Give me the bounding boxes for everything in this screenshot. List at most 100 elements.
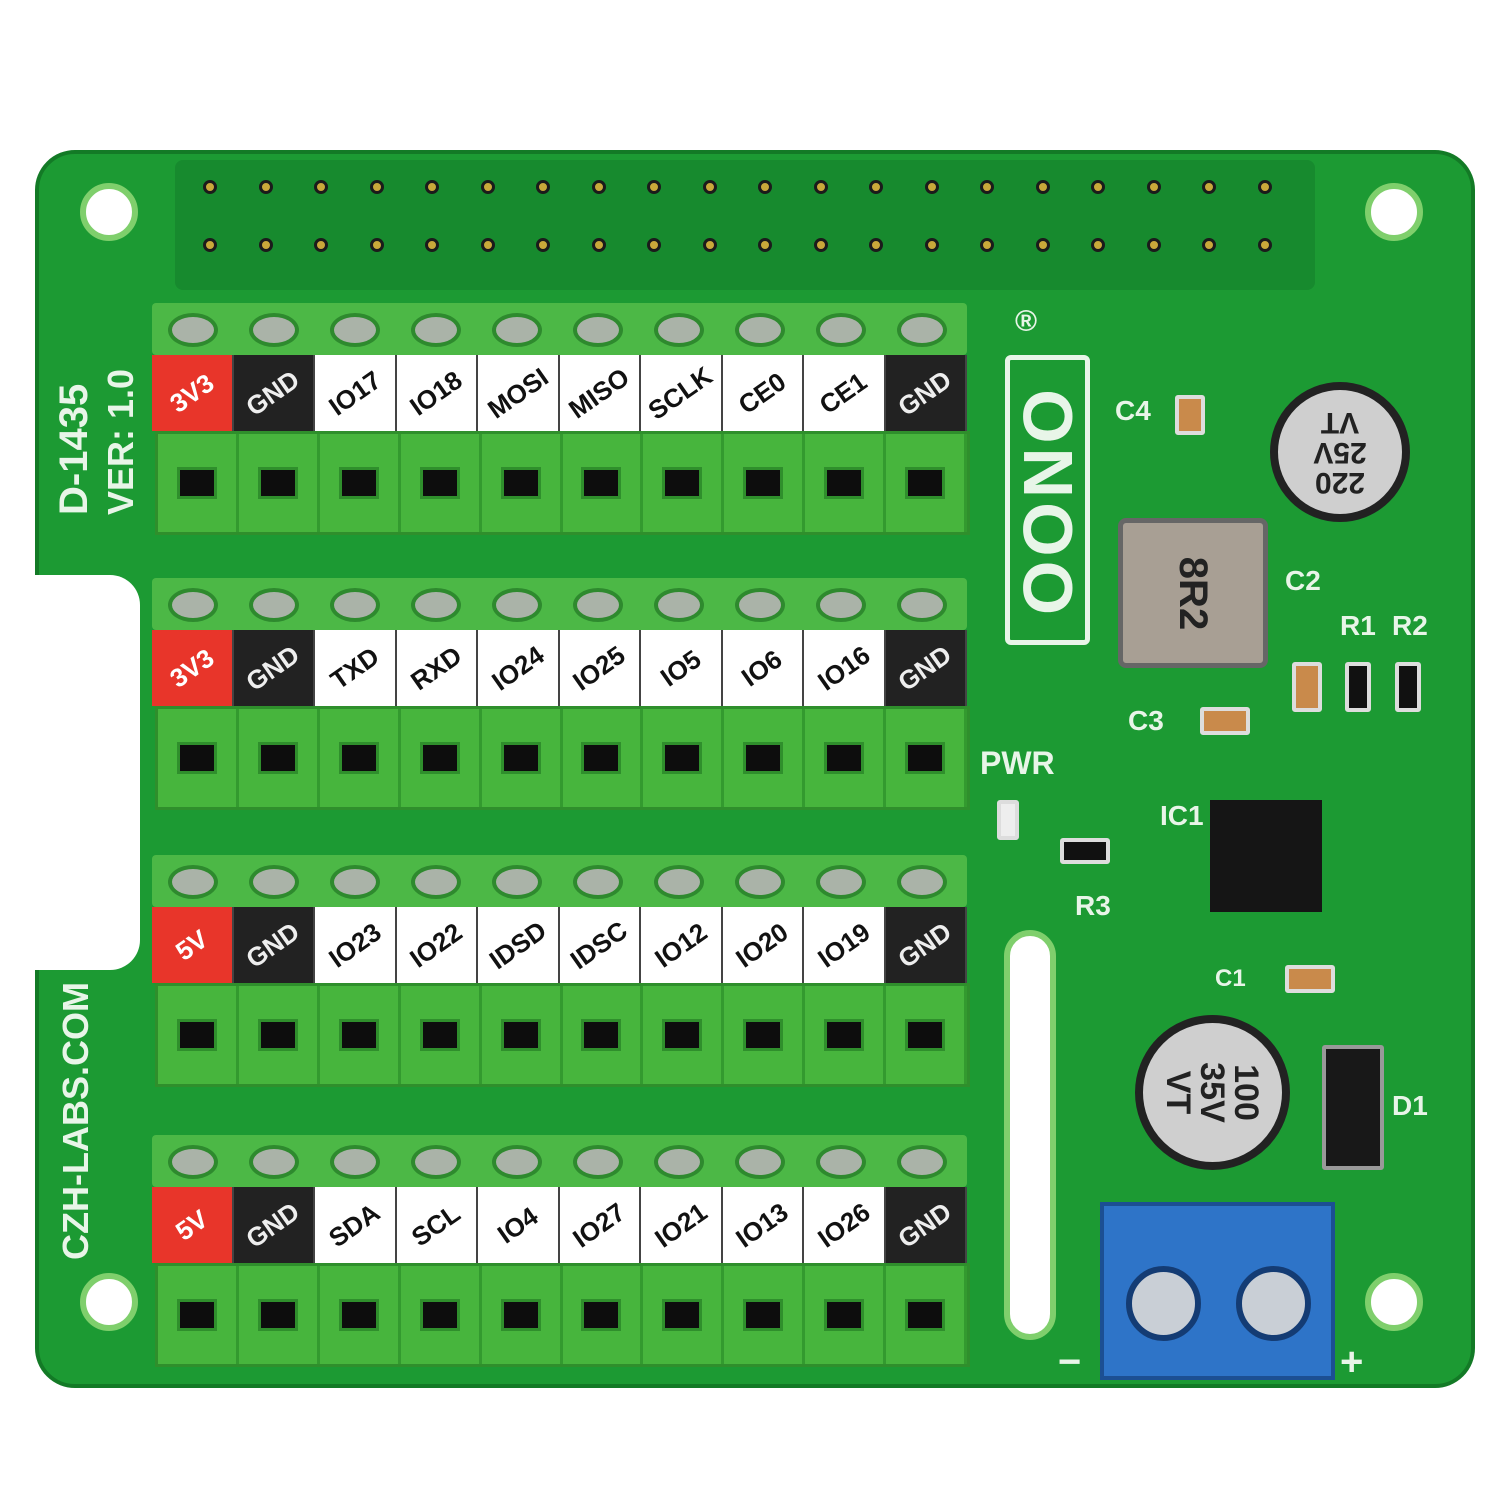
wire-entry[interactable] <box>239 1266 320 1364</box>
pin-label-text: GND <box>240 363 306 422</box>
wire-entry[interactable] <box>320 434 401 532</box>
header-pin <box>369 180 384 194</box>
wire-entry[interactable] <box>643 709 725 807</box>
terminal-screw[interactable] <box>249 588 299 622</box>
terminal-screw[interactable] <box>816 865 866 899</box>
wire-entry[interactable] <box>563 986 644 1084</box>
terminal-screw[interactable] <box>573 588 623 622</box>
ic1-label: IC1 <box>1160 800 1204 831</box>
wire-entry[interactable] <box>805 709 887 807</box>
wire-entry[interactable] <box>239 434 320 532</box>
terminal-screw[interactable] <box>168 865 218 899</box>
terminal-screw[interactable] <box>897 313 947 347</box>
terminal-screw[interactable] <box>735 1145 785 1179</box>
terminal-screw[interactable] <box>897 588 947 622</box>
terminal-screw[interactable] <box>573 865 623 899</box>
wire-entry[interactable] <box>886 986 968 1084</box>
terminal-screw[interactable] <box>654 1145 704 1179</box>
wire-entry[interactable] <box>643 434 725 532</box>
pin-label: SCL <box>396 1187 478 1263</box>
header-pin <box>1257 238 1272 252</box>
wire-entry[interactable] <box>158 709 239 807</box>
wire-entry[interactable] <box>643 986 725 1084</box>
wire-entry[interactable] <box>805 434 887 532</box>
cap-value: 100 <box>1227 1064 1266 1121</box>
wire-entry[interactable] <box>886 709 968 807</box>
wire-entry[interactable] <box>482 709 563 807</box>
inductor-value: 8R2 <box>1171 556 1216 630</box>
wire-entry[interactable] <box>401 434 482 532</box>
terminal-screw[interactable] <box>735 865 785 899</box>
terminal-screw[interactable] <box>735 313 785 347</box>
wire-entry[interactable] <box>643 1266 725 1364</box>
wire-entry[interactable] <box>239 986 320 1084</box>
header-pin <box>536 180 550 194</box>
wire-entry[interactable] <box>482 986 563 1084</box>
wire-entry[interactable] <box>401 709 482 807</box>
terminal-screw[interactable] <box>897 865 947 899</box>
terminal-screw[interactable] <box>168 588 218 622</box>
wire-entry[interactable] <box>320 986 401 1084</box>
terminal-screw[interactable] <box>816 588 866 622</box>
terminal-screw[interactable] <box>330 313 380 347</box>
screw-plus[interactable] <box>1236 1266 1311 1341</box>
terminal-screw[interactable] <box>654 865 704 899</box>
terminal-screw[interactable] <box>249 865 299 899</box>
terminal-screw[interactable] <box>249 313 299 347</box>
terminal-screw[interactable] <box>492 865 542 899</box>
wire-entry[interactable] <box>563 1266 644 1364</box>
terminal-screw[interactable] <box>573 313 623 347</box>
wire-entry[interactable] <box>886 434 968 532</box>
wire-entry[interactable] <box>482 434 563 532</box>
terminal-screw[interactable] <box>816 1145 866 1179</box>
wire-entry[interactable] <box>320 1266 401 1364</box>
wire-entry[interactable] <box>158 986 239 1084</box>
wire-entry[interactable] <box>158 434 239 532</box>
wire-entry[interactable] <box>563 709 644 807</box>
pwr-label: PWR <box>980 745 1055 781</box>
terminal-screw[interactable] <box>573 1145 623 1179</box>
terminal-screw[interactable] <box>816 313 866 347</box>
terminal-screw[interactable] <box>249 1145 299 1179</box>
wire-entry[interactable] <box>724 1266 806 1364</box>
wire-entry[interactable] <box>320 709 401 807</box>
wire-entry[interactable] <box>563 434 644 532</box>
wire-entry[interactable] <box>805 986 887 1084</box>
wire-entry[interactable] <box>724 986 806 1084</box>
wire-entry[interactable] <box>158 1266 239 1364</box>
terminal-screw[interactable] <box>492 1145 542 1179</box>
wire-entry[interactable] <box>886 1266 968 1364</box>
power-input-terminal[interactable] <box>1100 1202 1335 1380</box>
terminal-screw[interactable] <box>330 1145 380 1179</box>
wire-entry[interactable] <box>239 709 320 807</box>
website-label: CZH-LABS.COM <box>55 982 96 1260</box>
terminal-screw[interactable] <box>897 1145 947 1179</box>
terminal-screw[interactable] <box>654 588 704 622</box>
wire-entry[interactable] <box>724 434 806 532</box>
header-pin <box>480 238 495 252</box>
pin-label: IO25 <box>559 630 641 706</box>
pin-label: IO5 <box>641 630 723 706</box>
terminal-screw[interactable] <box>330 588 380 622</box>
terminal-screw[interactable] <box>492 588 542 622</box>
terminal-screw[interactable] <box>330 865 380 899</box>
wire-entry[interactable] <box>401 986 482 1084</box>
terminal-screw[interactable] <box>735 588 785 622</box>
terminal-screw[interactable] <box>411 1145 461 1179</box>
terminal-screw[interactable] <box>492 313 542 347</box>
wire-entry[interactable] <box>482 1266 563 1364</box>
pin-label-text: IO20 <box>730 916 794 974</box>
terminal-screw[interactable] <box>168 1145 218 1179</box>
wire-entry[interactable] <box>805 1266 887 1364</box>
terminal-screw[interactable] <box>411 313 461 347</box>
header-pin <box>924 238 939 252</box>
wire-entry[interactable] <box>724 709 806 807</box>
terminal-screw[interactable] <box>168 313 218 347</box>
terminal-screw[interactable] <box>654 313 704 347</box>
screw-minus[interactable] <box>1126 1266 1201 1341</box>
wire-entry[interactable] <box>401 1266 482 1364</box>
terminal-screw[interactable] <box>411 588 461 622</box>
terminal-screw[interactable] <box>411 865 461 899</box>
pin-label-text: 5V <box>169 923 214 967</box>
